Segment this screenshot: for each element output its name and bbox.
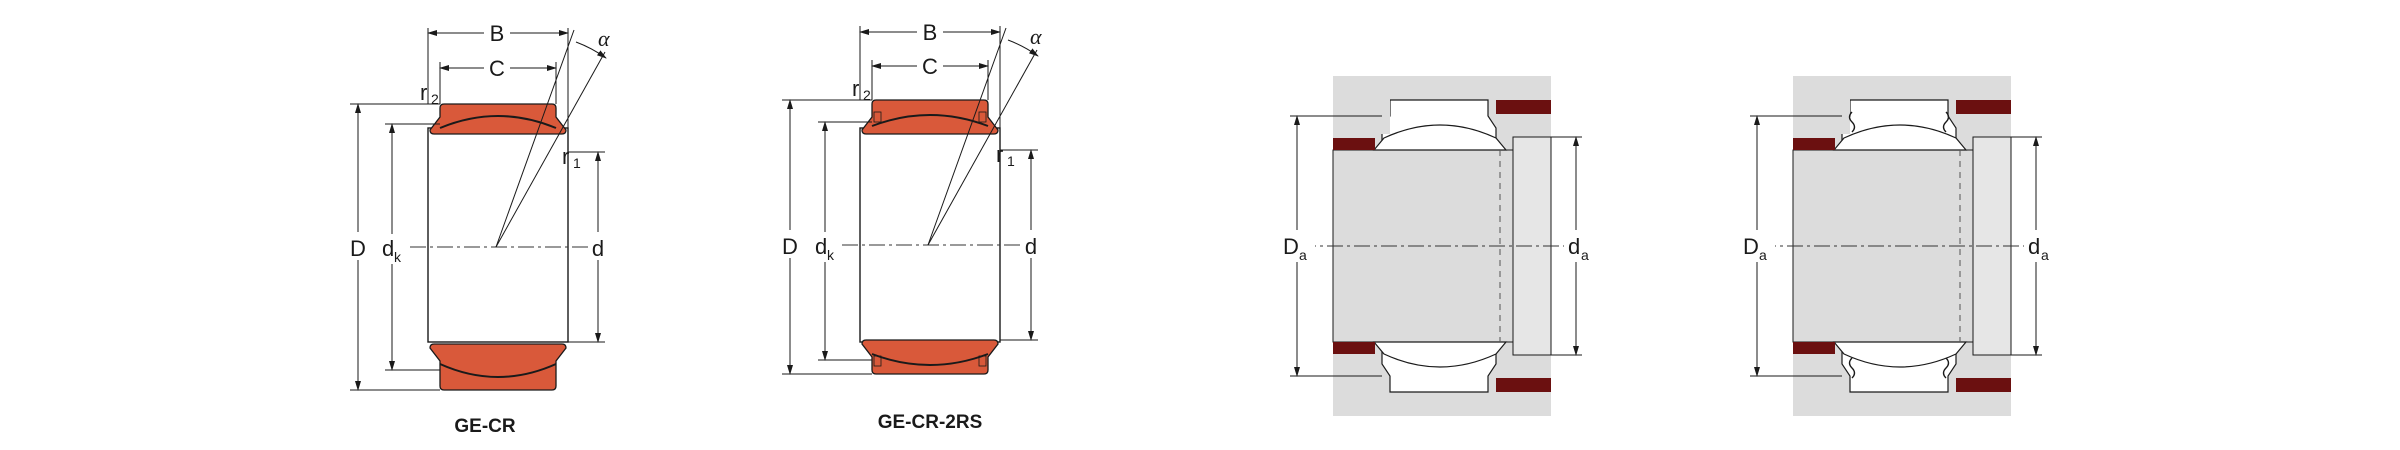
label-r2-sub: 2: [431, 91, 439, 107]
label-dk: d: [382, 236, 394, 261]
label-b: B: [490, 21, 505, 46]
label-da-housing: D: [1743, 234, 1759, 259]
label-dk: d: [815, 234, 827, 259]
figure-mounting-2: D a d a: [1741, 76, 2058, 416]
label-da-housing-sub: a: [1759, 247, 1767, 263]
inner-ring-top: [1372, 124, 1508, 151]
inner-ring-bottom: [1832, 341, 1968, 368]
sphere-arc-top: [439, 115, 557, 129]
housing-shoulder-bottom: [1956, 378, 2011, 392]
lip-seal-bottom-right: [1942, 357, 1950, 379]
label-d-bore: d: [592, 236, 604, 261]
outer-ring-bottom: [861, 339, 999, 375]
seal-right-bottom: [978, 355, 987, 367]
label-da-shaft: d: [2028, 234, 2040, 259]
label-d-outer: D: [350, 236, 366, 261]
housing-shoulder-top: [1496, 100, 1551, 114]
housing-shoulder-top: [1956, 100, 2011, 114]
label-d-outer: D: [782, 234, 798, 259]
sphere-arc-bottom: [439, 363, 557, 378]
alpha-arc: [575, 41, 607, 59]
label-da-shaft-sub: a: [2041, 247, 2049, 263]
caption-ge-cr-2rs: GE-CR-2RS: [878, 412, 983, 433]
lip-seal-bottom-left: [1848, 357, 1856, 379]
label-r1-sub: 1: [573, 155, 581, 171]
figure-mounting-1: D a d a: [1281, 76, 1598, 416]
lip-seal-top-right: [1942, 111, 1950, 133]
inner-ring-bore: [859, 127, 1001, 343]
label-r1: r: [996, 142, 1003, 167]
label-d-bore: d: [1025, 234, 1037, 259]
label-r2: r: [852, 76, 859, 101]
shaft-spacer-bottom: [1333, 342, 1375, 354]
label-r1: r: [562, 144, 569, 169]
outer-ring-top: [429, 103, 567, 135]
inner-ring-top: [1832, 124, 1968, 151]
alpha-line-1: [495, 29, 575, 248]
caption-ge-cr: GE-CR: [454, 416, 516, 437]
alpha-arc: [1007, 39, 1039, 57]
shaft-spacer-bottom: [1793, 342, 1835, 354]
seal-left-top: [873, 111, 882, 123]
sphere-arc-bottom: [871, 353, 989, 366]
shaft-spacer-top: [1333, 138, 1375, 150]
label-b: B: [923, 20, 938, 45]
housing-shoulder-bottom: [1496, 378, 1551, 392]
label-r1-sub: 1: [1007, 153, 1015, 169]
label-dk-sub: k: [827, 247, 835, 263]
label-alpha: α: [1030, 24, 1042, 49]
label-r2: r: [420, 80, 427, 105]
label-da-shaft-sub: a: [1581, 247, 1589, 263]
label-da-housing: D: [1283, 234, 1299, 259]
label-da-shaft: d: [1568, 234, 1580, 259]
alpha-line-1: [927, 27, 1007, 246]
inner-ring-bore: [427, 127, 569, 343]
label-alpha: α: [598, 26, 610, 51]
label-dk-sub: k: [394, 249, 402, 265]
alpha-line-2: [927, 49, 1038, 246]
sphere-arc-top: [871, 114, 989, 127]
outer-ring-top: [861, 99, 999, 135]
figure-ge-cr-2rs: B C α r 2 r 1 D d k d GE-CR-2: [778, 19, 1043, 433]
alpha-line-2: [495, 51, 606, 248]
label-da-housing-sub: a: [1299, 247, 1307, 263]
seal-right-top: [978, 111, 987, 123]
label-c: C: [489, 56, 505, 81]
figure-ge-cr: B C α r 2 r 1 D d k d GE: [346, 20, 610, 437]
inner-ring-bottom: [1372, 341, 1508, 368]
lip-seal-top-left: [1848, 111, 1856, 133]
outer-ring-bottom: [429, 343, 567, 391]
label-r2-sub: 2: [863, 87, 871, 103]
shaft-spacer-top: [1793, 138, 1835, 150]
label-c: C: [922, 54, 938, 79]
seal-left-bottom: [873, 355, 882, 367]
